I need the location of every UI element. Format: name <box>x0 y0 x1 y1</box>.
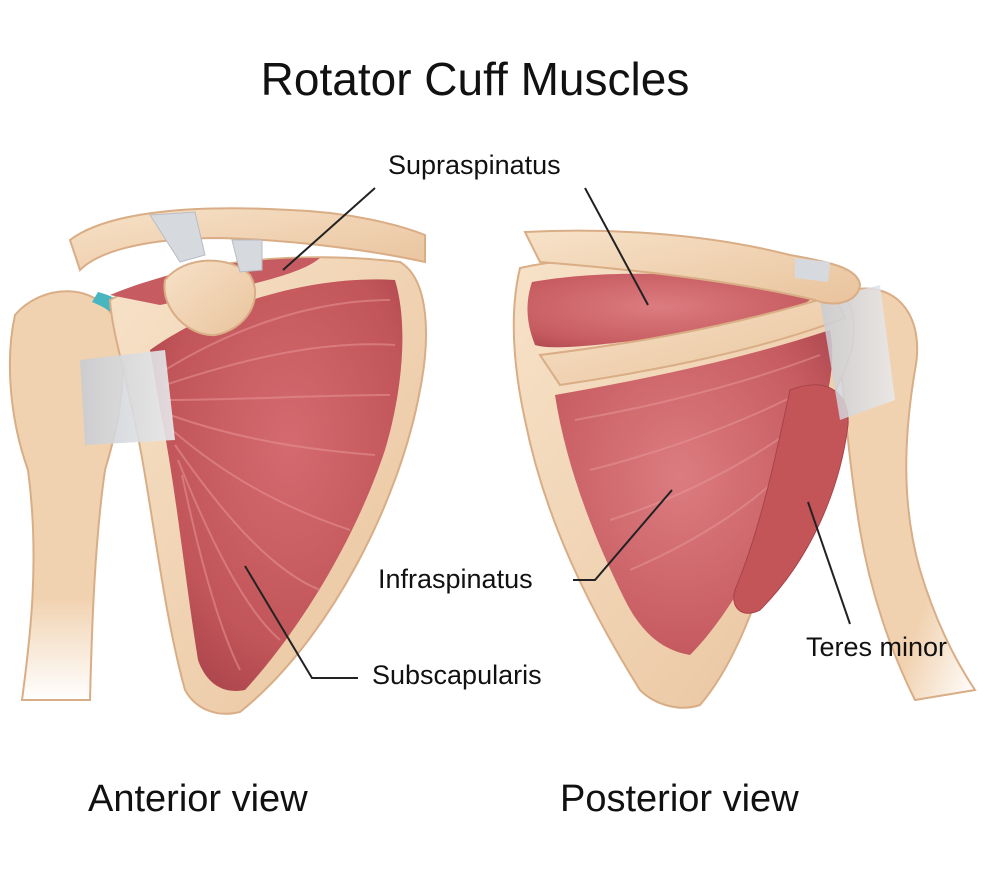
leader-line-subscapularis <box>244 565 358 679</box>
anterior-coracoid-bone <box>163 259 256 337</box>
anterior-ligament <box>231 239 263 273</box>
anterior-tendon <box>80 350 175 445</box>
posterior-tendon <box>820 285 895 420</box>
anterior-shoulder-illustration <box>8 207 427 715</box>
label-teres-minor: Teres minor <box>806 632 948 662</box>
leader-line-infraspinatus <box>573 489 673 581</box>
caption-posterior-view: Posterior view <box>560 778 799 820</box>
posterior-acromion-bone <box>523 229 862 305</box>
label-supraspinatus: Supraspinatus <box>388 150 561 180</box>
supraspinatus-muscle <box>527 273 820 348</box>
anterior-humerus-bone <box>8 290 124 701</box>
label-infraspinatus: Infraspinatus <box>378 564 533 594</box>
subscapularis-muscle <box>150 279 403 691</box>
caption-anterior-view: Anterior view <box>88 778 308 820</box>
subscapularis-fibres <box>164 299 396 671</box>
leader-line-supraspinatus-anterior <box>282 187 376 271</box>
leader-lines <box>244 187 851 679</box>
label-subscapularis: Subscapularis <box>372 660 542 690</box>
leader-line-supraspinatus-posterior <box>584 187 649 306</box>
anterior-ligament <box>149 211 206 263</box>
leader-line-teres-minor <box>807 501 851 625</box>
diagram-title: Rotator Cuff Muscles <box>260 53 690 105</box>
posterior-shoulder-illustration <box>512 229 977 709</box>
posterior-ligament <box>795 258 830 282</box>
